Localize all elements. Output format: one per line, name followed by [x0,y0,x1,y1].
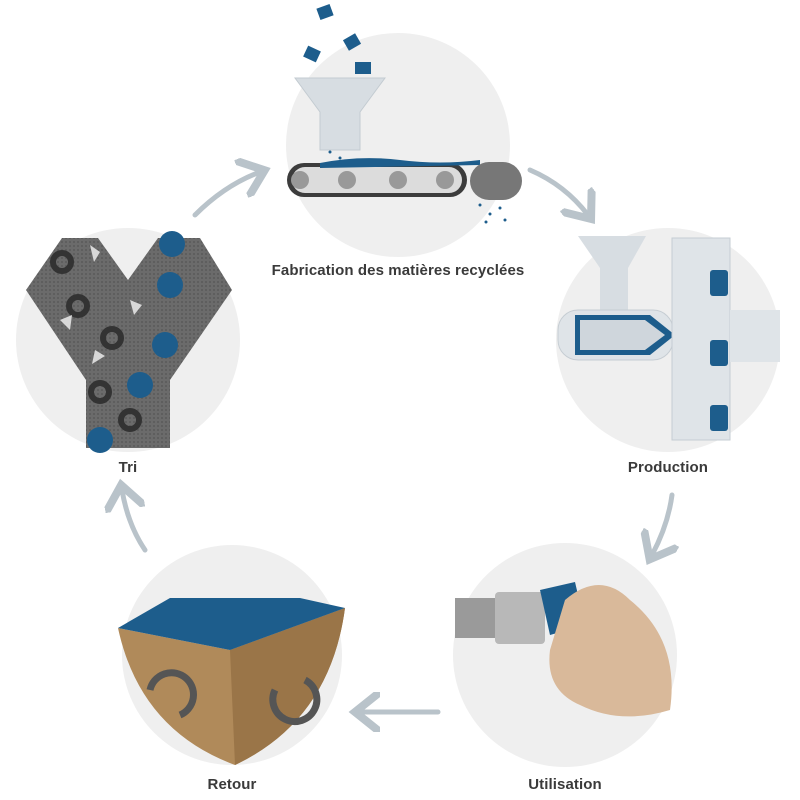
utilisation-illustration [455,582,672,717]
step-label-fabrication: Fabrication des matières recyclées [271,262,525,279]
arrow-production-to-utilisation [652,492,672,555]
step-label-production: Production [627,459,709,476]
fabrication-illustration [287,3,522,224]
retour-illustration [118,598,345,765]
step-label-utilisation: Utilisation [528,776,602,793]
step-label-tri: Tri [118,459,138,476]
step-label-retour: Retour [207,776,257,793]
arrow-tri-to-fabrication [192,172,260,218]
arrow-fabrication-to-production [527,167,588,215]
arrow-retour-to-tri [122,490,148,553]
production-illustration [557,236,780,441]
tri-illustration [26,231,232,453]
